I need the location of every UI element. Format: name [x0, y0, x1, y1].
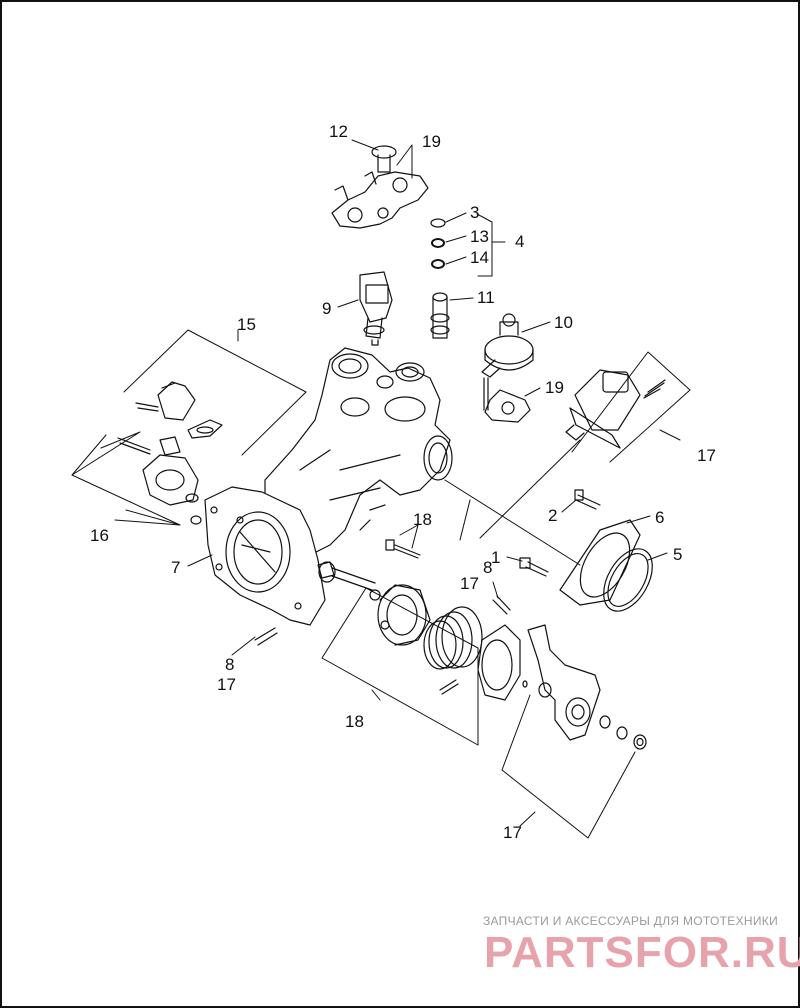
callout-11: 11	[477, 288, 495, 307]
callout-17-right: 17	[460, 574, 479, 593]
idle-air-control-part	[565, 369, 666, 449]
callout-8-left: 8	[225, 655, 234, 674]
callout-19-top: 19	[422, 132, 441, 151]
callout-19-lower: 19	[545, 378, 564, 397]
gasket-part	[559, 519, 653, 612]
callout-17-lower: 17	[503, 823, 522, 842]
throttle-cam-part	[377, 584, 431, 646]
pressure-regulator-part	[481, 313, 534, 378]
callout-9: 9	[322, 299, 331, 318]
throttle-position-sensor-part	[117, 436, 202, 525]
bracket-plate-part	[331, 145, 429, 229]
callout-18-upper: 18	[413, 510, 432, 529]
callout-3: 3	[470, 203, 479, 222]
watermark-tagline: ЗАПЧАСТИ И АКСЕССУАРЫ ДЛЯ МОТОТЕХНИКИ	[482, 914, 778, 928]
callout-7: 7	[171, 558, 180, 577]
pin-part	[254, 627, 278, 646]
throttle-bracket-part	[527, 624, 647, 750]
o-ring-part	[430, 218, 446, 228]
valve-part	[430, 292, 450, 339]
callout-1: 1	[491, 548, 500, 567]
callout-10: 10	[554, 313, 573, 332]
callout-6: 6	[655, 508, 664, 527]
callout-4: 4	[515, 232, 524, 251]
return-spring-part	[423, 606, 483, 670]
callout-2: 2	[548, 506, 557, 525]
callout-15: 15	[237, 315, 256, 334]
callout-12: 12	[329, 122, 348, 141]
spring-cover-part	[477, 624, 521, 701]
callout-5: 5	[673, 545, 682, 564]
callout-16: 16	[90, 526, 109, 545]
callout-13: 13	[470, 227, 489, 246]
throttle-body-manifold	[204, 347, 453, 626]
bolt-part	[575, 494, 601, 510]
callout-8-right: 8	[483, 558, 492, 577]
callout-17-upper: 17	[697, 446, 716, 465]
watermark-logo: PARTSFOR.RU	[484, 928, 800, 977]
callout-14: 14	[470, 248, 489, 267]
map-sensor-part	[135, 381, 223, 439]
fuel-injector-part	[359, 271, 393, 346]
callout-17-left: 17	[217, 675, 236, 694]
callout-18-lower: 18	[345, 712, 364, 731]
